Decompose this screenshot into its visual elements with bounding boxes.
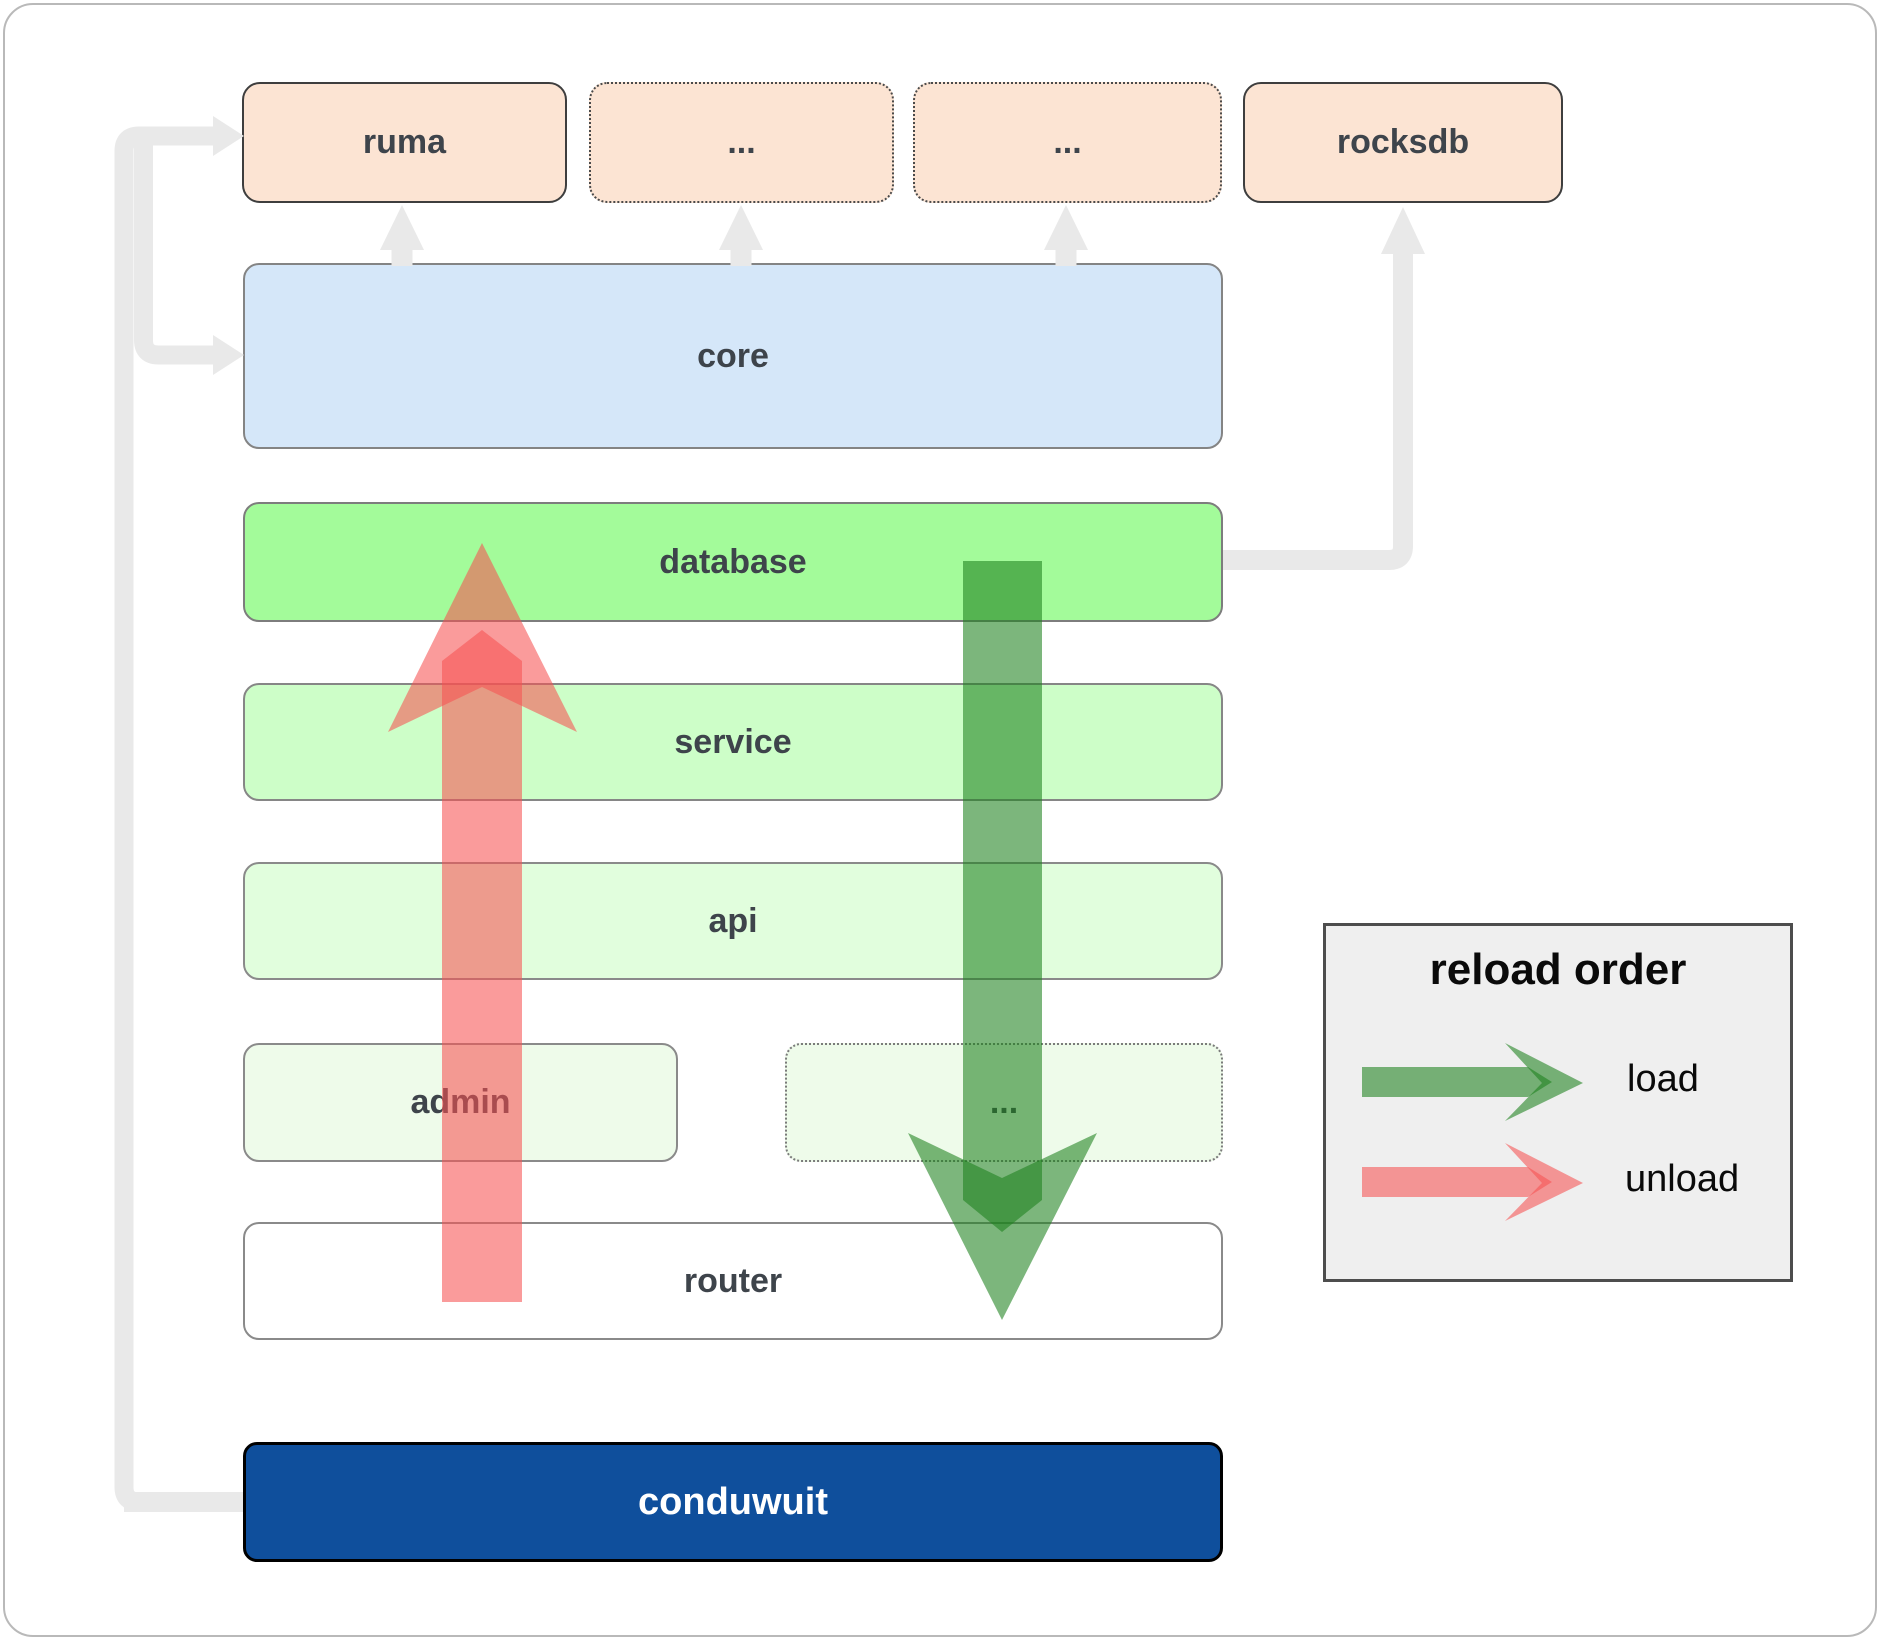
node-ruma-label: ruma	[362, 123, 447, 161]
arrowhead-up-icon	[1381, 207, 1425, 254]
legend-unload-label: unload	[1625, 1158, 1740, 1200]
arrowhead-up-icon	[719, 205, 763, 250]
node-router-label: router	[683, 1261, 783, 1300]
legend-load-label: load	[1627, 1058, 1699, 1100]
edge-conduwuit-to-core	[134, 140, 244, 375]
node-core-label: core	[697, 336, 769, 375]
node-conduwuit: conduwuit	[243, 1442, 1223, 1562]
arrowhead-up-icon	[1044, 205, 1088, 250]
edge-core-to-dots-1	[719, 205, 763, 266]
legend-title: reload order	[1429, 945, 1687, 994]
node-admin-dots-label: ...	[989, 1083, 1019, 1121]
node-service-label: service	[674, 722, 792, 761]
node-database: database	[243, 502, 1223, 622]
node-ruma: ruma	[242, 82, 567, 203]
diagram-border	[3, 3, 1877, 1637]
node-top-dots-2: ...	[913, 82, 1222, 203]
arrowhead-right-icon	[213, 116, 244, 156]
node-top-dots-2-label: ...	[1053, 123, 1082, 161]
node-rocksdb-label: rocksdb	[1336, 123, 1470, 161]
node-top-dots-1-label: ...	[727, 123, 756, 161]
node-database-label: database	[659, 542, 807, 581]
edge-conduwuit-to-ruma-line	[114, 126, 243, 1512]
node-api: api	[243, 862, 1223, 980]
node-conduwuit-label: conduwuit	[638, 1480, 828, 1523]
node-rocksdb: rocksdb	[1243, 82, 1563, 203]
node-admin-label: admin	[410, 1083, 511, 1121]
node-api-label: api	[708, 901, 758, 940]
edge-core-to-dots-2	[1044, 205, 1088, 266]
node-admin: admin	[243, 1043, 678, 1162]
edge-conduwuit-to-ruma	[114, 116, 244, 1512]
edge-database-to-rocksdb	[1223, 207, 1425, 570]
node-core: core	[243, 263, 1223, 449]
arrowhead-up-icon	[380, 205, 424, 250]
edge-database-to-rocksdb-line	[1223, 252, 1413, 570]
node-admin-dots: ...	[785, 1043, 1223, 1162]
node-service: service	[243, 683, 1223, 801]
node-top-dots-1: ...	[589, 82, 894, 203]
arrowhead-right-icon	[213, 335, 244, 375]
edge-core-to-ruma	[380, 205, 424, 266]
edge-conduwuit-to-core-line	[134, 140, 214, 365]
node-router: router	[243, 1222, 1223, 1340]
